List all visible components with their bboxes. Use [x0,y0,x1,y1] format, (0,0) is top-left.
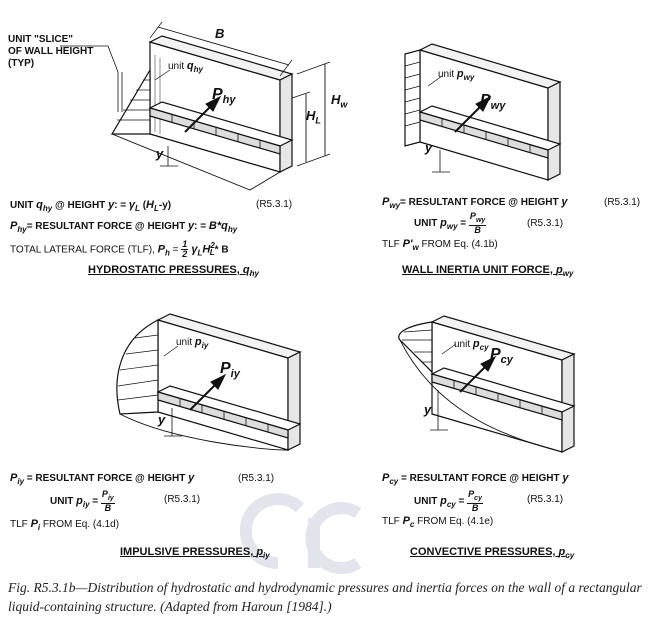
aci-watermark-logo [239,493,362,574]
callout-line-2: OF WALL HEIGHT [8,46,94,57]
unit-qhy-label: unit qhy [168,60,203,74]
unit-piy-label: unit piy [176,336,209,350]
wall-inertia-tlf: TLF P'w FROM Eq. (4.1b) [382,238,498,252]
hydrostatic-eq-2: Phy= RESULTANT FORCE @ HEIGHT y: = B*qhy [10,220,238,234]
hydrostatic-eq-1: UNIT qhy @ HEIGHT y: = γL (HL-y) [10,199,172,213]
force-piy-label: Piy [220,360,240,381]
dim-b-label: B [215,26,225,41]
hydrostatic-ref: (R5.3.1) [256,199,293,210]
impulsive-eq-1: Piy = RESULTANT FORCE @ HEIGHT y [10,472,195,486]
wall-inertia-ref-1: (R5.3.1) [604,197,641,208]
y-label-impulsive: y [158,412,166,427]
dim-hw-label: Hw [331,92,348,110]
force-pcy-label: Pcy [490,346,513,367]
convective-eq-1: Pcy = RESULTANT FORCE @ HEIGHT y [382,472,569,486]
wall-inertia-title: WALL INERTIA UNIT FORCE, pwy [402,264,574,279]
callout-line-1: UNIT "SLICE" [8,34,74,45]
convective-diagram [398,315,576,453]
impulsive-title: IMPULSIVE PRESSURES, piy [120,546,270,561]
hydrostatic-title: HYDROSTATIC PRESSURES, qhy [88,264,259,279]
y-label-hydrostatic: y [156,146,164,161]
impulsive-ref-1: (R5.3.1) [238,473,275,484]
force-phy-label: Phy [212,86,236,107]
impulsive-diagram [116,313,302,451]
y-label-wall-inertia: y [425,140,433,155]
y-label-convective: y [424,402,432,417]
impulsive-tlf: TLF Pi FROM Eq. (4.1d) [10,518,120,532]
convective-ref-2: (R5.3.1) [527,494,564,505]
unit-pwy-label: unit pwy [438,68,475,82]
wall-inertia-eq-1: Pwy= RESULTANT FORCE @ HEIGHT y [382,196,568,210]
figure-caption: Fig. R5.3.1b—Distribution of hydrostatic… [8,580,642,614]
dim-hl-label: HL [306,108,321,126]
force-pwy-label: Pwy [480,92,506,113]
wall-inertia-ref-2: (R5.3.1) [527,218,564,229]
hydrostatic-diagram [60,21,331,191]
convective-tlf: TLF Pc FROM Eq. (4.1e) [382,515,494,529]
unit-pcy-label: unit pcy [454,338,489,352]
convective-title: CONVECTIVE PRESSURES, pcy [410,546,575,561]
impulsive-ref-2: (R5.3.1) [164,494,201,505]
wall-inertia-diagram [404,43,562,181]
callout-line-3: (TYP) [8,58,35,69]
